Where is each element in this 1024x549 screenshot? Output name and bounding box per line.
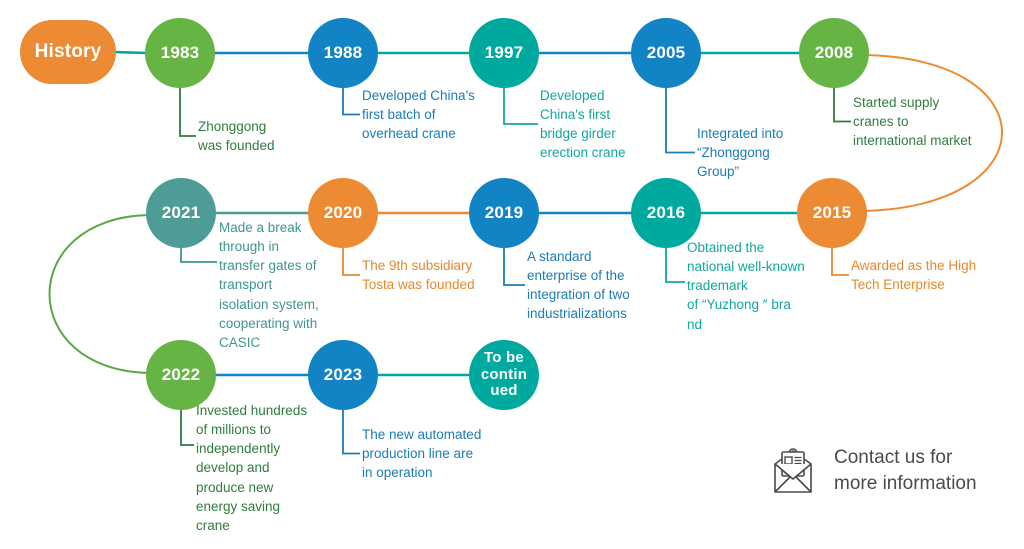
leader-d2016 <box>665 244 685 283</box>
timeline-node-label: 2023 <box>323 365 363 385</box>
timeline-node-y1988[interactable]: 1988 <box>308 18 378 88</box>
leader-d2015 <box>831 244 849 276</box>
leader-d2008 <box>833 84 851 123</box>
timeline-description-d1983: Zhonggong was founded <box>198 119 275 154</box>
timeline-description-d1997: Developed China's first bridge girder er… <box>540 88 626 161</box>
timeline-node-label: 2015 <box>812 203 852 223</box>
timeline-node-label: 1983 <box>160 43 200 63</box>
timeline-description-d2008: Started supply cranes to international m… <box>853 95 972 149</box>
contact-text: Contact us for more information <box>834 447 977 494</box>
timeline-node-y2005[interactable]: 2005 <box>631 18 701 88</box>
timeline-node-y2016[interactable]: 2016 <box>631 178 701 248</box>
leader-d1983 <box>179 84 196 137</box>
timeline-node-label: 1988 <box>323 43 363 63</box>
connector-c-2021-2022 <box>48 214 151 374</box>
timeline-node-label: To be contin ued <box>480 348 528 400</box>
timeline-node-y2020[interactable]: 2020 <box>308 178 378 248</box>
timeline-description-d1988: Developed China's first batch of overhea… <box>362 88 475 142</box>
timeline-node-label: 2016 <box>646 203 686 223</box>
timeline-node-label: 2005 <box>646 43 686 63</box>
timeline-node-y2015[interactable]: 2015 <box>797 178 867 248</box>
timeline-node-label: 2021 <box>161 203 201 223</box>
timeline-node-label: 2008 <box>814 43 854 63</box>
connector-c-history-1983 <box>112 50 149 55</box>
timeline-node-y2019[interactable]: 2019 <box>469 178 539 248</box>
leader-d1997 <box>503 84 538 125</box>
leader-d2020 <box>342 244 360 276</box>
contact-callout[interactable]: Contact us for more information <box>766 445 977 496</box>
leader-d1988 <box>342 84 360 116</box>
timeline-description-d2020: The 9th subsidiary Tosta was founded <box>362 258 475 293</box>
timeline-node-label: 2019 <box>484 203 524 223</box>
timeline-node-label: 2022 <box>161 365 201 385</box>
leader-d2005 <box>665 84 695 154</box>
timeline-description-d2015: Awarded as the High Tech Enterprise <box>851 258 977 293</box>
timeline-description-d2016: Obtained the national well-known tradema… <box>687 240 805 332</box>
envelope-letter-icon <box>766 446 820 496</box>
leader-d2022 <box>180 406 194 446</box>
timeline-description-d2021: Made a break through in transfer gates o… <box>219 220 319 350</box>
timeline-node-y2021[interactable]: 2021 <box>146 178 216 248</box>
timeline-description-d2022: Invested hundreds of millions to indepen… <box>196 403 308 533</box>
timeline-node-y2023[interactable]: 2023 <box>308 340 378 410</box>
timeline-description-d2005: Integrated into “Zhonggong Group” <box>697 126 784 180</box>
timeline-node-y1997[interactable]: 1997 <box>469 18 539 88</box>
leader-d2019 <box>503 244 525 286</box>
timeline-node-label: History <box>34 41 102 63</box>
timeline-description-d2019: A standard enterprise of the integration… <box>527 249 630 322</box>
leader-d2023 <box>342 406 360 455</box>
timeline-node-label: 1997 <box>484 43 524 63</box>
timeline-node-y2022[interactable]: 2022 <box>146 340 216 410</box>
timeline-description-d2023: The new automated production line are in… <box>362 427 482 481</box>
timeline-node-label: 2020 <box>323 203 363 223</box>
timeline-node-y1983[interactable]: 1983 <box>145 18 215 88</box>
timeline-node-tobe[interactable]: To be contin ued <box>469 340 539 410</box>
timeline-node-history[interactable]: History <box>20 20 116 84</box>
timeline-node-y2008[interactable]: 2008 <box>799 18 869 88</box>
